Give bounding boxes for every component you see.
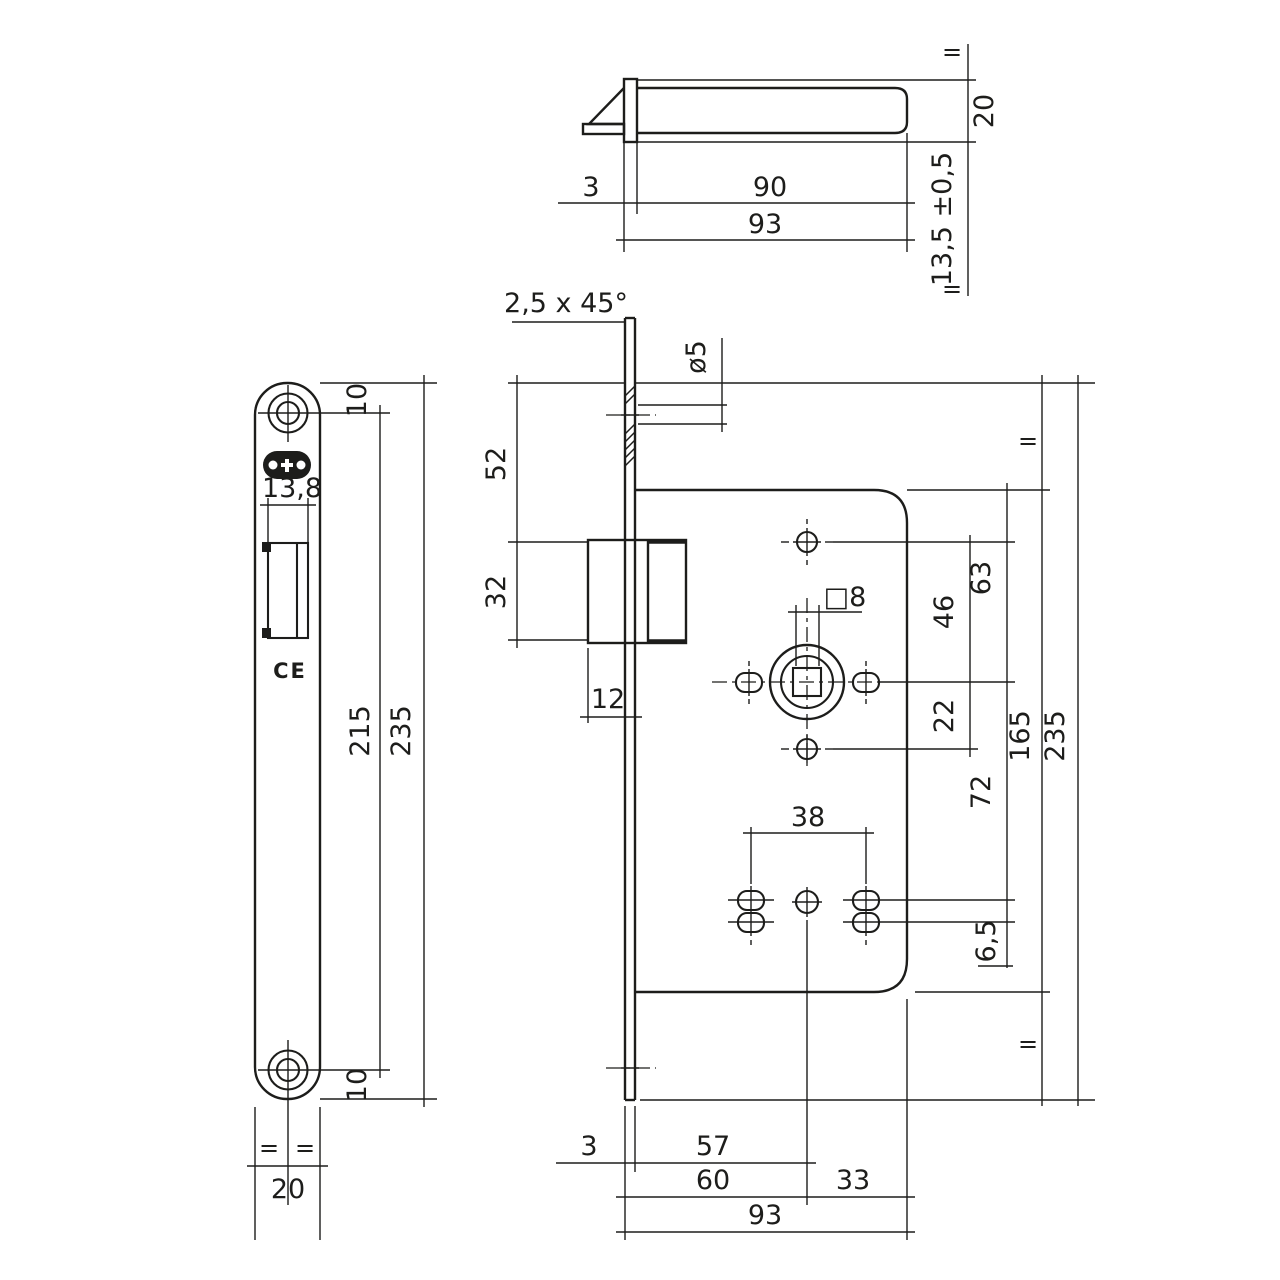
dim-label-72: 72 (966, 775, 997, 809)
latch-bolt-head (581, 122, 626, 136)
lower-hole-left-pair (728, 886, 774, 945)
dim-label-20: 20 (271, 1174, 305, 1205)
dim-label-235: 235 (386, 705, 417, 757)
dim-label-10-bottom: 10 (342, 1068, 373, 1102)
chamfer-label: 2,5 x 45° (504, 288, 628, 319)
dim-label-22: 22 (929, 699, 960, 733)
dim-label-33: 33 (836, 1165, 870, 1196)
main-view: 2,5 x 45° ø5 52 32 (481, 288, 1095, 1240)
dim-label-12: 12 (591, 684, 625, 715)
dim-label-93: 93 (748, 209, 782, 240)
equal-mark: = (259, 1134, 279, 1162)
brand-logo (263, 451, 311, 479)
hub-hole-bottom (781, 735, 833, 763)
latch-opening (262, 541, 310, 640)
forend-strip-section (623, 316, 637, 1102)
dim-label-3: 3 (580, 1131, 597, 1162)
section-hatching (624, 385, 636, 467)
hub-hole-top (781, 519, 833, 565)
dim-label-215: 215 (345, 705, 376, 757)
left-view: 13,8 CE 10 215 235 10 = = (247, 375, 437, 1240)
dim-label-52: 52 (481, 447, 512, 481)
dim-label-57: 57 (696, 1131, 730, 1162)
dim-label-6-5: 6,5 (971, 920, 1002, 963)
equal-mark: = (1018, 1030, 1038, 1058)
equal-mark: = (942, 38, 962, 66)
equal-mark: = (942, 275, 962, 303)
dim-label-38: 38 (791, 802, 825, 833)
latch-bolt (586, 538, 688, 645)
lower-hole-center (792, 887, 822, 917)
lock-body-outline (637, 86, 909, 135)
top-view: = 20 13,5 ±0,5 = 3 90 93 (558, 38, 1000, 303)
dim-label-90: 90 (753, 172, 787, 203)
screw-hole-top (258, 385, 390, 442)
latch-bolt-side (586, 87, 625, 126)
dim-label-square8: □8 (824, 582, 867, 613)
dim-label-93: 93 (748, 1200, 782, 1231)
dim-label-235: 235 (1040, 710, 1071, 762)
hub-hole-left (734, 661, 764, 704)
dim-label-20: 20 (969, 94, 1000, 128)
screw-hole-bottom (258, 1040, 390, 1205)
forend-bar (622, 77, 639, 144)
lock-case-outline (635, 488, 909, 994)
dim-label-32: 32 (481, 575, 512, 609)
hub-hole-right (851, 661, 881, 704)
dim-label-46: 46 (929, 595, 960, 629)
dim-label-13-5: 13,5 ±0,5 (927, 152, 958, 286)
dim-label-3: 3 (582, 172, 599, 203)
lower-hole-right-pair (843, 886, 889, 945)
equal-mark: = (1018, 427, 1038, 455)
dim-label-10-top: 10 (342, 383, 373, 417)
equal-mark: = (295, 1134, 315, 1162)
dim-label-63: 63 (966, 561, 997, 595)
dim-label-60: 60 (696, 1165, 730, 1196)
dim-label-13-8: 13,8 (262, 473, 322, 504)
ce-mark: CE (273, 659, 307, 683)
dim-label-dia5: ø5 (681, 340, 712, 374)
dim-label-165: 165 (1005, 710, 1036, 762)
